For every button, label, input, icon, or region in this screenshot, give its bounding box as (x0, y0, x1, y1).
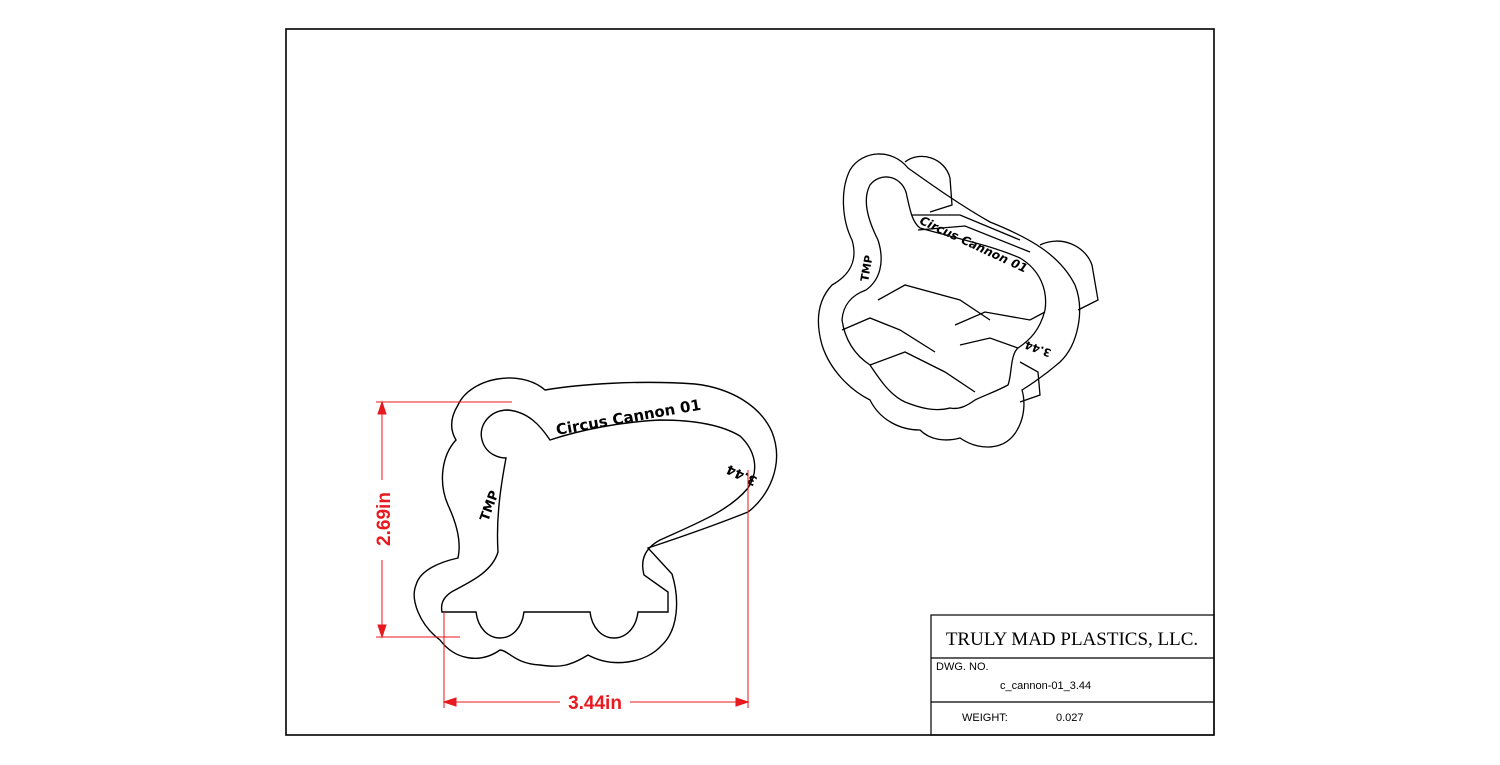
iso-engraving-brand: TMP (858, 254, 875, 282)
plan-view (413, 377, 778, 667)
company-name: TRULY MAD PLASTICS, LLC. (946, 629, 1198, 650)
height-dimension-label: 2.69in (374, 492, 395, 546)
isometric-view (817, 153, 1099, 448)
title-block (930, 614, 1215, 736)
iso-outer-outline (817, 153, 1081, 448)
width-dimension-label: 3.44in (568, 693, 622, 714)
weight-value: 0.027 (1056, 712, 1084, 724)
height-dimension (376, 400, 512, 639)
plan-engraving-name: Circus Cannon 01 (555, 396, 703, 439)
iso-engraving-name: Circus Cannon 01 (916, 214, 1030, 275)
width-dimension (442, 470, 750, 708)
dwg-no-label: DWG. NO. (936, 661, 989, 673)
iso-inner-outline (841, 176, 1047, 411)
drawing-border (285, 28, 1215, 736)
iso-engraving-size: 3.44 (1023, 338, 1053, 360)
dwg-no-value: c_cannon-01_3.44 (1000, 680, 1091, 692)
plan-inner-outline (440, 409, 756, 639)
weight-label: WEIGHT: (962, 712, 1008, 724)
plan-outer-outline (413, 377, 778, 667)
